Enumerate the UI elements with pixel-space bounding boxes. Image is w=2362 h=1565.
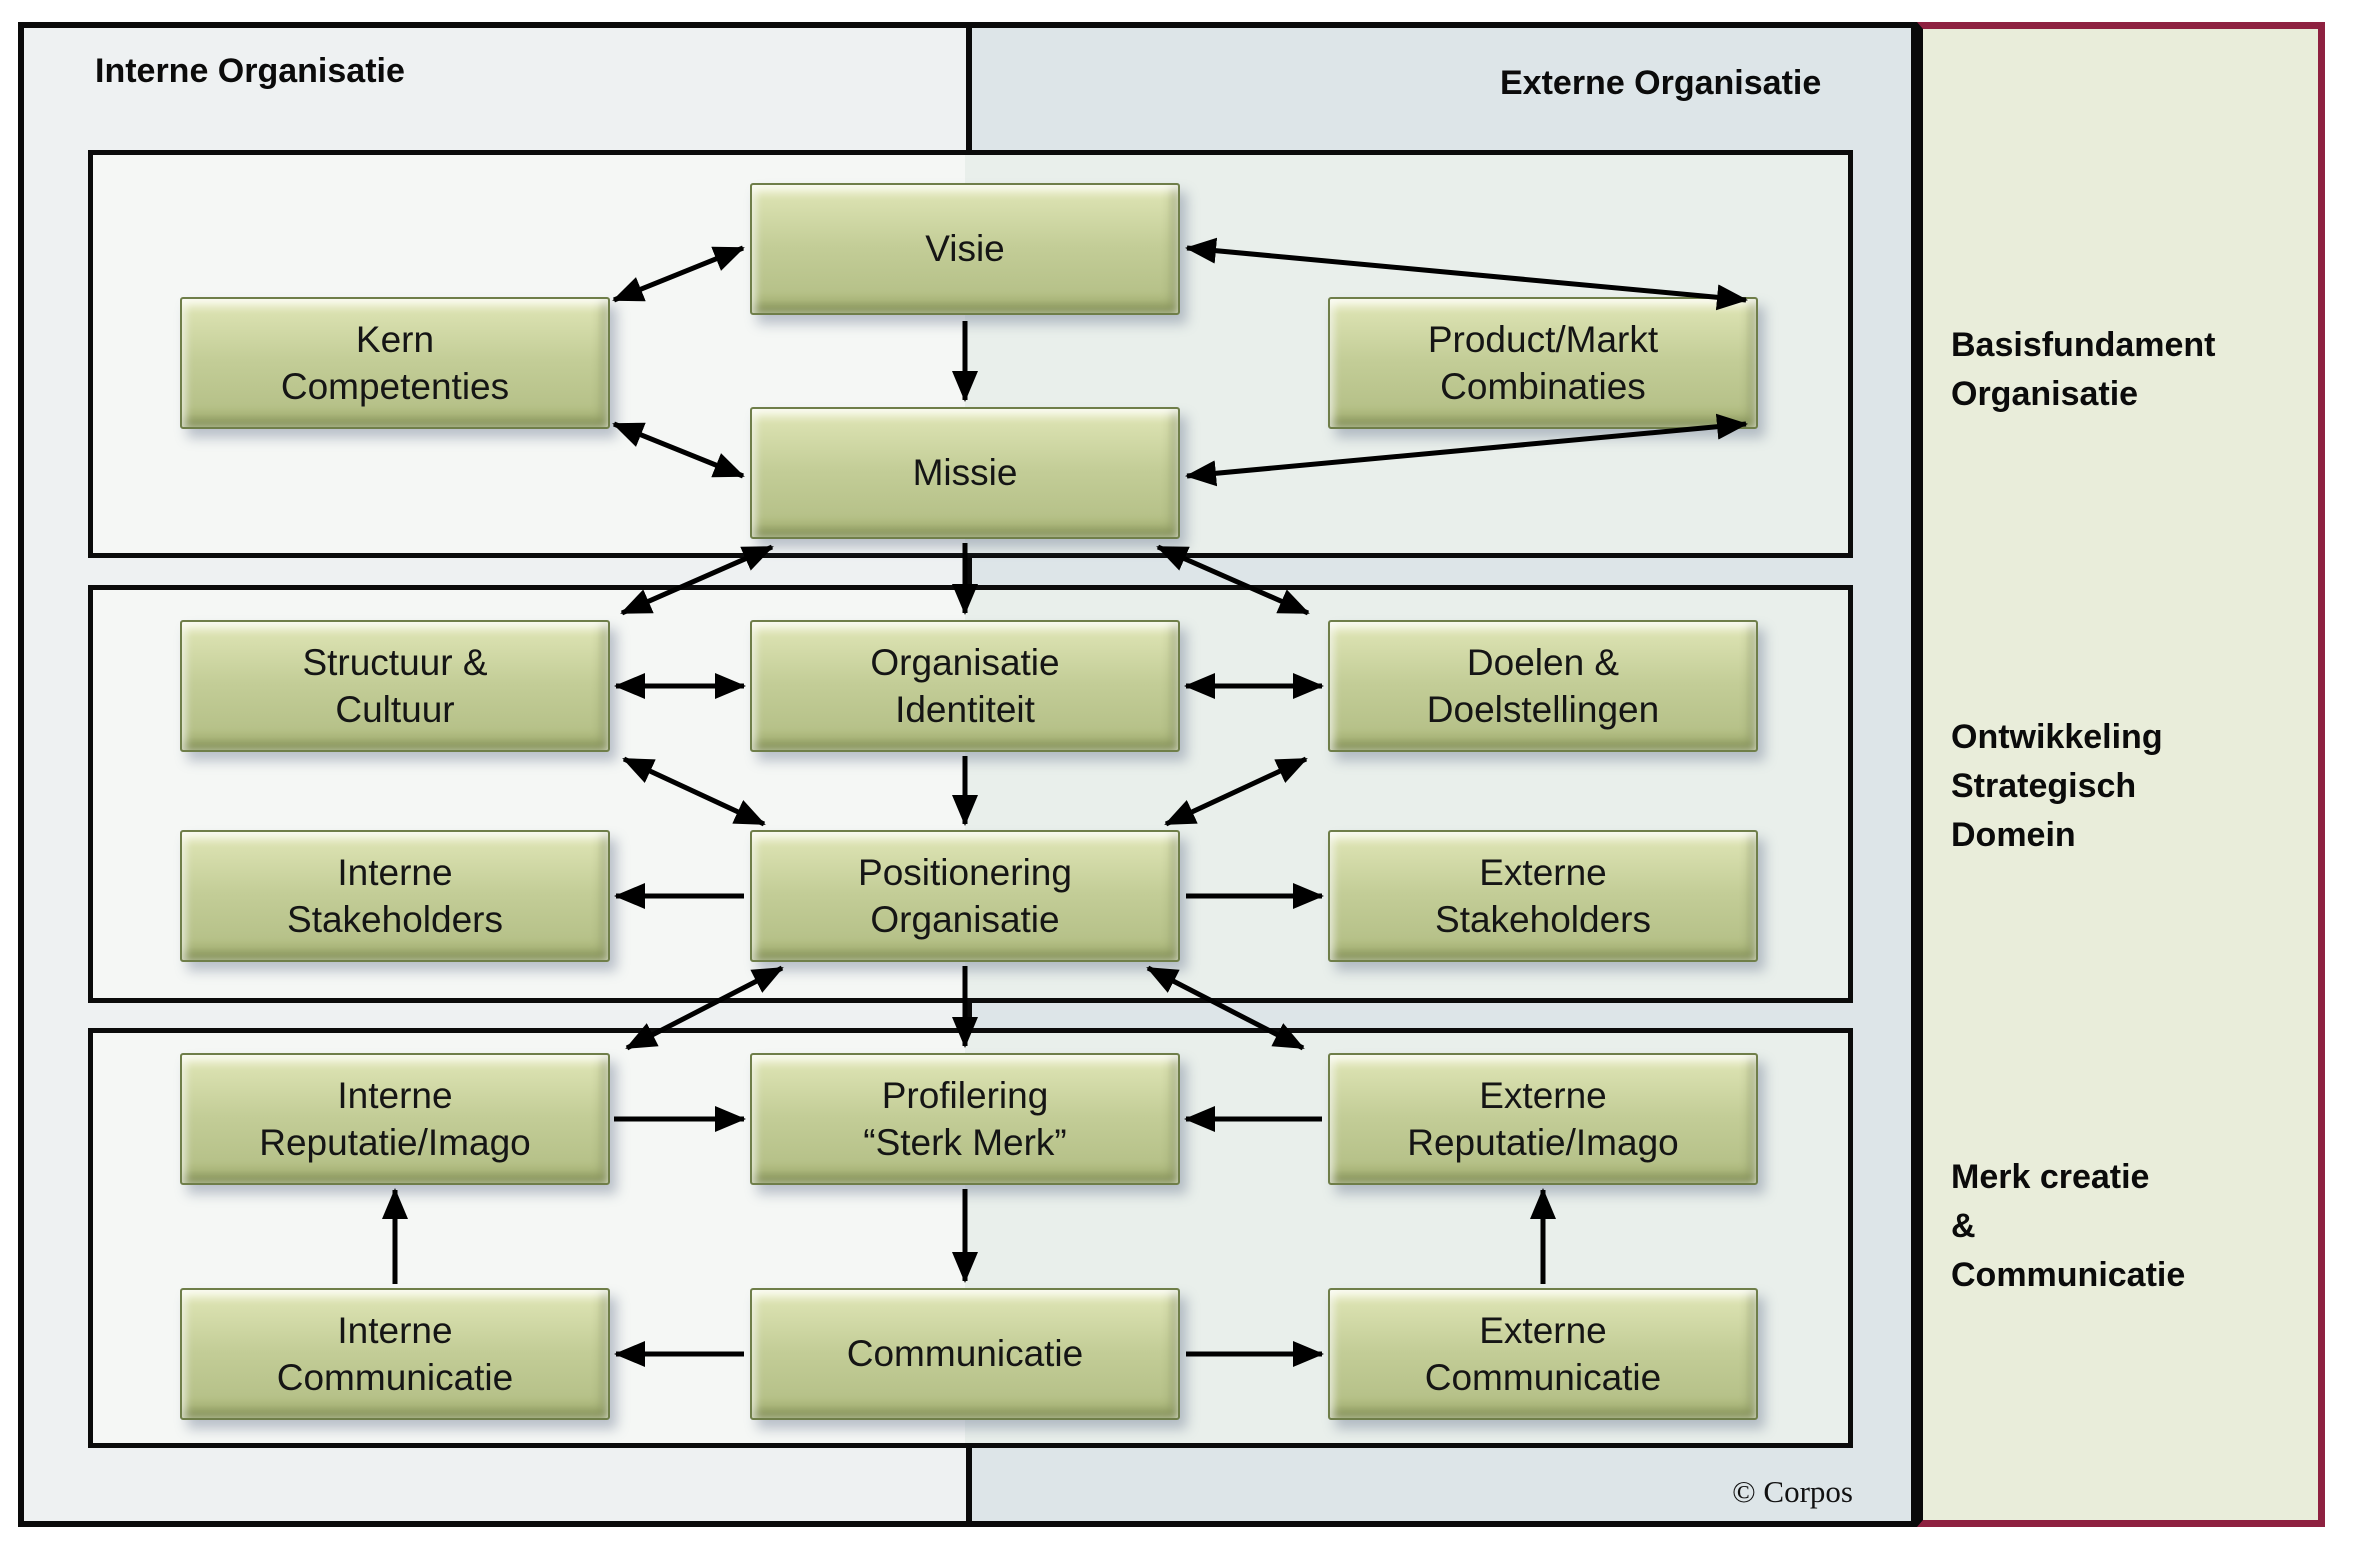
node-interne-stakeholders: Interne Stakeholders <box>180 830 610 962</box>
node-externe-reputatie-imago: Externe Reputatie/Imago <box>1328 1053 1758 1185</box>
node-interne-reputatie-imago: Interne Reputatie/Imago <box>180 1053 610 1185</box>
sidebar-label-basisfundament: Basisfundament Organisatie <box>1951 326 2216 413</box>
internal-zone-label: Interne Organisatie <box>95 52 405 90</box>
node-product-markt-combinaties: Product/Markt Combinaties <box>1328 297 1758 429</box>
sidebar-label-strategisch-domein: Ontwikkeling Strategisch Domein <box>1951 718 2163 854</box>
copyright-text: © Corpos <box>1732 1474 1853 1509</box>
node-profilering-sterk-merk: Profilering “Sterk Merk” <box>750 1053 1180 1185</box>
node-communicatie: Communicatie <box>750 1288 1180 1420</box>
phase-sidebar: Basisfundament Organisatie Ontwikkeling … <box>1917 22 2325 1527</box>
node-missie: Missie <box>750 407 1180 539</box>
node-positionering-organisatie: Positionering Organisatie <box>750 830 1180 962</box>
node-structuur-cultuur: Structuur & Cultuur <box>180 620 610 752</box>
external-zone-label: Externe Organisatie <box>1500 64 1822 102</box>
node-interne-communicatie: Interne Communicatie <box>180 1288 610 1420</box>
node-externe-communicatie: Externe Communicatie <box>1328 1288 1758 1420</box>
node-visie: Visie <box>750 183 1180 315</box>
node-organisatie-identiteit: Organisatie Identiteit <box>750 620 1180 752</box>
node-externe-stakeholders: Externe Stakeholders <box>1328 830 1758 962</box>
node-doelen-doelstellingen: Doelen & Doelstellingen <box>1328 620 1758 752</box>
sidebar-label-merk-creatie: Merk creatie & Communicatie <box>1951 1158 2186 1294</box>
node-kern-competenties: Kern Competenties <box>180 297 610 429</box>
